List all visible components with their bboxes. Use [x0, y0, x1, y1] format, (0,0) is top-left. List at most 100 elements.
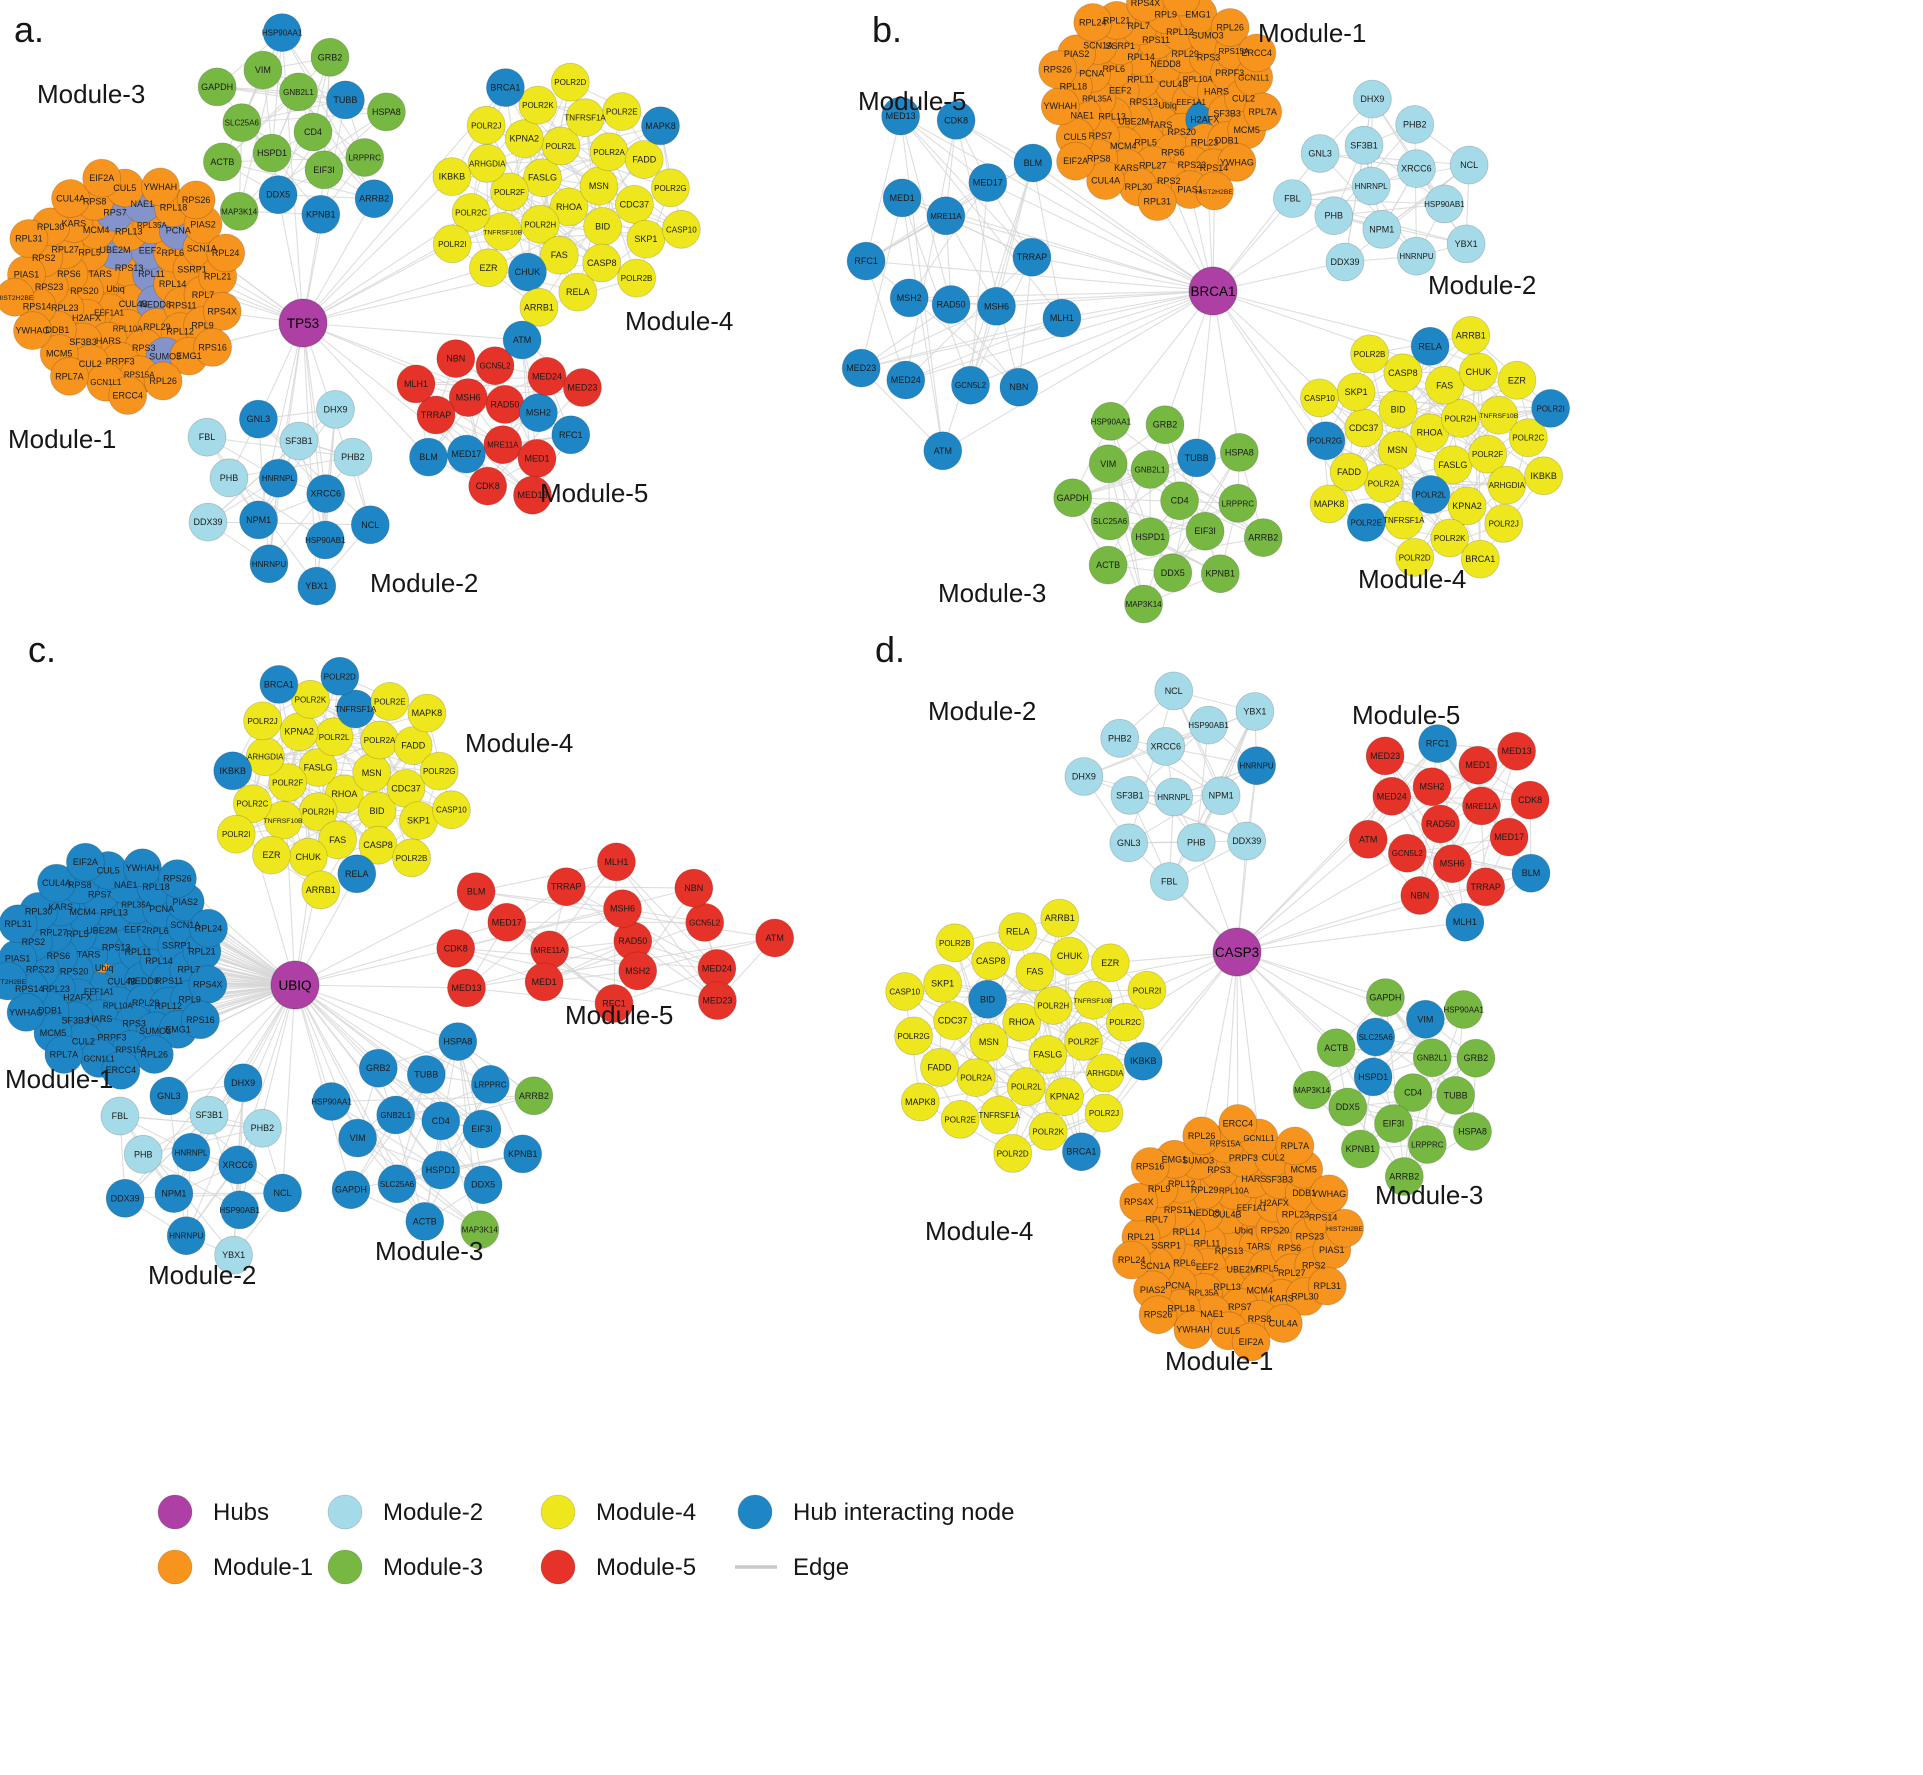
node-label: RPL27	[51, 245, 79, 255]
node-label: BID	[369, 806, 385, 816]
node-RELA	[998, 912, 1038, 952]
node-label: RPS2	[1157, 176, 1181, 186]
node-label: EIF2A	[73, 857, 98, 867]
node-label: POLR2A	[1368, 480, 1400, 489]
node-label: ATM	[934, 446, 952, 456]
node-label: NBN	[1410, 891, 1429, 901]
node-label: RPL13	[100, 907, 128, 917]
node-label: MED13	[517, 490, 547, 500]
node-RELA	[1410, 326, 1450, 366]
node-label: CUL4A	[56, 194, 85, 204]
node-label: POLR2C	[1109, 1018, 1141, 1027]
node-label: IKBKB	[439, 172, 466, 182]
node-label: RPS8	[1248, 1314, 1272, 1324]
node-label: CUL4A	[1269, 1319, 1298, 1329]
edge	[298, 731, 309, 858]
node-label: RPS16	[198, 342, 227, 352]
node-CD4	[1393, 1073, 1433, 1112]
node-POLR2J	[466, 105, 506, 145]
node-label: HSPA8	[372, 107, 401, 117]
node-label: GRB2	[318, 52, 343, 62]
edge	[455, 947, 718, 969]
node-POLR2D	[320, 656, 360, 696]
node-POLR2J	[1084, 1093, 1124, 1133]
edge	[302, 322, 523, 341]
node-PHB2	[333, 437, 373, 477]
node-label: NCL	[361, 520, 379, 530]
node-label: HSPD1	[257, 148, 287, 158]
node-POLR2B	[1350, 334, 1389, 374]
node-MED13	[513, 475, 552, 515]
node-label: RPL13	[115, 227, 143, 237]
node-label: RPL30	[25, 906, 53, 916]
node-RFC1	[846, 241, 886, 281]
node-label: RFC1	[602, 999, 626, 1009]
node-label: EMG1	[176, 351, 202, 361]
node-HIST2H2BE	[1325, 1208, 1364, 1248]
node-label: RPL31	[1314, 1281, 1342, 1291]
node-label: GAPDH	[1057, 493, 1089, 503]
node-label: POLR2E	[1351, 519, 1383, 528]
edge	[995, 290, 1214, 307]
edge	[281, 32, 366, 159]
node-RPL24	[1112, 1240, 1151, 1280]
node-label: POLR2F	[272, 779, 303, 788]
node-label: EEF1A1	[94, 309, 124, 318]
panel-letter-a: a.	[14, 9, 44, 50]
node-RPL7A	[1243, 92, 1283, 132]
node-label: TNFRSF1A	[1383, 516, 1425, 525]
node-label: FAS	[329, 835, 346, 845]
node-label: MAPK8	[1314, 499, 1345, 509]
node-label: EIF3I	[313, 165, 335, 175]
edge	[1018, 290, 1214, 388]
node-POLR2J	[243, 701, 283, 741]
node-label: RPS2	[22, 937, 46, 947]
node-NBN	[436, 339, 476, 379]
node-label: CASP10	[436, 806, 467, 815]
node-label: RPS3	[1207, 1165, 1231, 1175]
node-label: POLR2H	[1037, 1002, 1069, 1011]
edge	[455, 947, 718, 1002]
node-label: POLR2A	[960, 1074, 992, 1083]
node-label: RPS6	[1278, 1243, 1302, 1253]
node-label: HARS	[87, 1014, 112, 1024]
node-GNL3	[1109, 823, 1149, 863]
node-ARRB1	[1451, 315, 1491, 355]
node-label: BRCA1	[490, 83, 520, 93]
edge	[1236, 852, 1408, 953]
node-ACTB	[405, 1202, 445, 1241]
edge	[541, 177, 682, 230]
node-label: RPS11	[1142, 35, 1170, 45]
node-label: POLR2E	[944, 1115, 976, 1124]
legend-label-module5: Module-5	[596, 1554, 696, 1581]
edge	[1107, 537, 1264, 566]
node-label: RPL31	[1144, 197, 1172, 207]
edge	[1107, 463, 1174, 574]
node-HSPA8	[1453, 1112, 1492, 1151]
node-label: RFC1	[854, 256, 878, 266]
node-label: RPS7	[1228, 1302, 1252, 1312]
node-label: CDC37	[620, 199, 650, 209]
module-label-b-module-5: Module-5	[858, 86, 966, 116]
node-label: IKBKB	[1530, 471, 1557, 481]
hub-label-BRCA1: BRCA1	[1190, 284, 1235, 299]
node-MSH2	[618, 951, 658, 991]
node-label: MSN	[1387, 445, 1407, 455]
node-label: NEDD8	[141, 299, 172, 309]
node-GNB2L1	[1130, 450, 1170, 489]
node-label: HNRNPU	[1239, 762, 1273, 771]
node-label: MED24	[1377, 791, 1407, 801]
edge	[221, 156, 366, 163]
edge	[1110, 420, 1151, 538]
node-EIF3I	[1185, 511, 1225, 551]
node-CHUK	[1050, 936, 1089, 976]
edge	[955, 119, 1020, 388]
node-label: TNFRSF1A	[979, 1111, 1021, 1120]
node-RPL24	[1073, 3, 1113, 42]
node-label: RPL26	[141, 1050, 169, 1060]
node-ACTB	[1088, 545, 1128, 585]
edge	[119, 1115, 263, 1129]
node-label: HIST2H2BE	[1326, 1226, 1363, 1233]
node-CDK8	[468, 466, 508, 506]
node-POLR2F	[490, 172, 529, 212]
